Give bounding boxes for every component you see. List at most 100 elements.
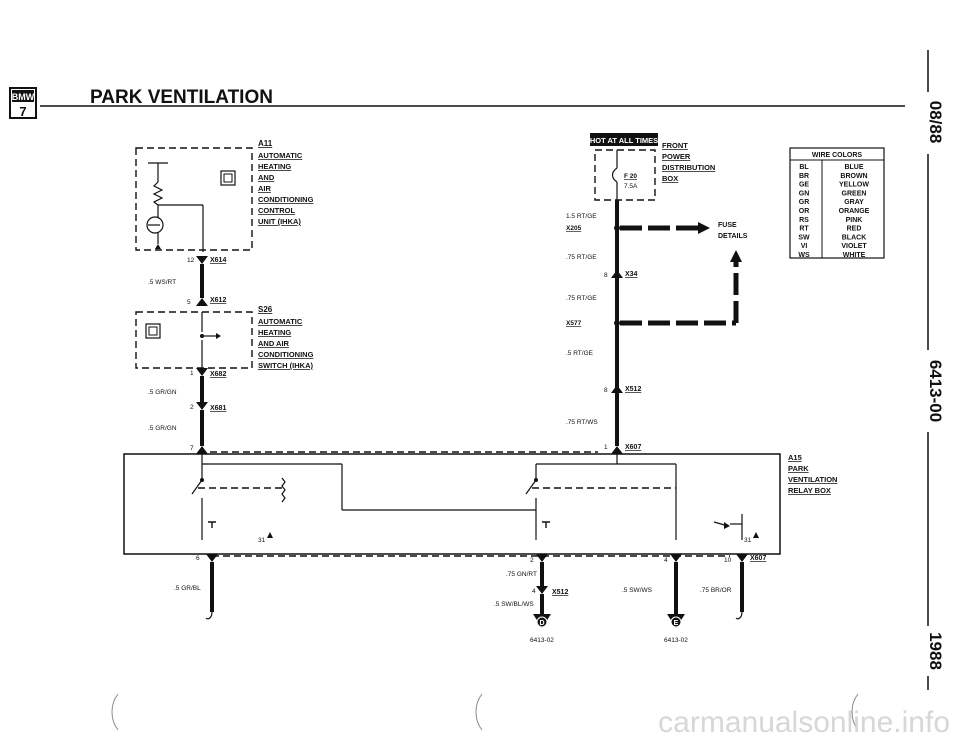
wire-color-code: RT: [799, 226, 809, 233]
x681-pin: 2: [190, 404, 194, 411]
wire-color-code: RS: [799, 217, 809, 224]
fuse-rating: 7.5A: [624, 183, 638, 190]
ref-e-letter: E: [674, 620, 679, 627]
side-section: 6413-00: [926, 360, 945, 422]
a11-line: AND: [258, 173, 275, 182]
ref-e-marker: E: [667, 614, 685, 628]
x614-pin: 12: [187, 257, 195, 264]
a15-id: A15: [788, 453, 802, 462]
x607-left-pin: 7: [190, 445, 194, 452]
x34-name: X34: [625, 271, 638, 278]
bmw-logo: BMW 7: [9, 87, 37, 119]
bot-pin-10: 10: [724, 557, 732, 564]
front-box-line: BOX: [662, 174, 678, 183]
wire-color-name: PINK: [846, 217, 863, 224]
x607-bottom-name: X607: [750, 555, 766, 562]
a11-line: CONDITIONING: [258, 195, 314, 204]
module-icon: [145, 323, 161, 339]
x607-top-connector: [611, 446, 623, 454]
s26-id: S26: [258, 305, 273, 314]
s26-line: HEATING: [258, 328, 291, 337]
wire-color-name: GRAY: [844, 199, 864, 206]
wire-color-name: BROWN: [840, 173, 867, 180]
wire-label: .5 GR/GN: [148, 389, 177, 396]
x607-bottom-connector: [536, 554, 548, 562]
a15-line: VENTILATION: [788, 475, 837, 484]
watermark: carmanualsonline.info: [658, 706, 950, 739]
wire-color-code: BR: [799, 173, 809, 180]
a11-control-unit: A11 AUTOMATIC HEATING AND AIR CONDITIONI…: [135, 139, 314, 252]
gnd-31-a15-right: 31: [744, 537, 752, 544]
a11-id: A11: [258, 139, 273, 148]
fuse-details-line: FUSE: [718, 222, 737, 229]
x512-bottom-connector: [536, 586, 548, 594]
wire-label: .5 WS/RT: [148, 279, 176, 286]
a11-line: CONTROL: [258, 206, 295, 215]
fuse-details-line: DETAILS: [718, 233, 748, 240]
s26-line: AND AIR: [258, 339, 290, 348]
x512-connector: [611, 385, 623, 393]
x681-connector: [196, 402, 208, 410]
wire-label: .5 GR/GN: [148, 425, 177, 432]
x34-connector: [611, 270, 623, 278]
wire-color-code: BL: [799, 164, 809, 171]
x512-bottom-name: X512: [552, 589, 568, 596]
wire-label: .75 BR/OR: [700, 587, 732, 594]
x512-pin: 8: [604, 387, 608, 394]
s26-line: SWITCH (IHKA): [258, 361, 313, 370]
x34-pin: 8: [604, 272, 608, 279]
x607-top-name: X607: [625, 444, 641, 451]
x682-connector: [196, 368, 208, 376]
wire-color-code: SW: [798, 234, 810, 241]
a11-line: AUTOMATIC: [258, 151, 303, 160]
front-power-distribution: HOT AT ALL TIMES F 20 7.5A FRONT POWER D…: [590, 133, 715, 201]
wire-color-code: GN: [799, 190, 810, 197]
x681-name: X681: [210, 405, 226, 412]
x205-name: X205: [566, 225, 582, 232]
gnd-31-a15: 31: [258, 537, 266, 544]
wire-label: .5 GR/BL: [174, 585, 201, 592]
wire-color-name: VIOLET: [841, 243, 867, 250]
wire-label: .5 RT/GE: [566, 350, 594, 357]
hot-badge: HOT AT ALL TIMES: [590, 136, 658, 145]
x612-pin: 5: [187, 299, 191, 306]
a11-line: UNIT (IHKA): [258, 217, 301, 226]
side-year: 1988: [926, 632, 945, 670]
logo-model: 7: [19, 104, 26, 119]
x512-name: X512: [625, 386, 641, 393]
wire-label: .5 SW/WS: [622, 587, 653, 594]
x607-bottom-connector: [206, 554, 218, 562]
loop-arrow: [730, 250, 742, 262]
wire-label: .75 RT/GE: [566, 254, 597, 261]
x614-name: X614: [210, 257, 226, 264]
wire-color-name: ORANGE: [839, 208, 870, 215]
wire-label: .5 SW/BL/WS: [494, 601, 534, 608]
wire-color-code: WS: [798, 252, 810, 259]
fuse-details-arrow: [698, 222, 710, 234]
wire-label: .75 GN/RT: [506, 571, 537, 578]
bot-pin-4: 4: [664, 557, 668, 564]
ref-d-letter: D: [539, 620, 544, 627]
wire-color-name: GREEN: [842, 190, 867, 197]
x607-left-connector: [196, 446, 208, 454]
wire-label: .75 RT/WS: [566, 419, 598, 426]
a11-line: AIR: [258, 184, 272, 193]
wire-color-name: BLUE: [844, 164, 863, 171]
wire-color-name: WHITE: [843, 252, 866, 259]
page-title: PARK VENTILATION: [90, 87, 273, 108]
ref-e-page: 6413-02: [664, 637, 688, 644]
s26-line: CONDITIONING: [258, 350, 314, 359]
wire-color-code: GE: [799, 182, 809, 189]
x577-name: X577: [566, 320, 582, 327]
x612-name: X612: [210, 297, 226, 304]
a11-line: HEATING: [258, 162, 291, 171]
module-icon: [220, 170, 236, 186]
ref-d-page: 6413-02: [530, 637, 554, 644]
wire-label: 1.5 RT/GE: [566, 213, 597, 220]
front-box-line: FRONT: [662, 141, 688, 150]
ref-d-marker: D: [533, 614, 551, 628]
x612-connector: [196, 298, 208, 306]
